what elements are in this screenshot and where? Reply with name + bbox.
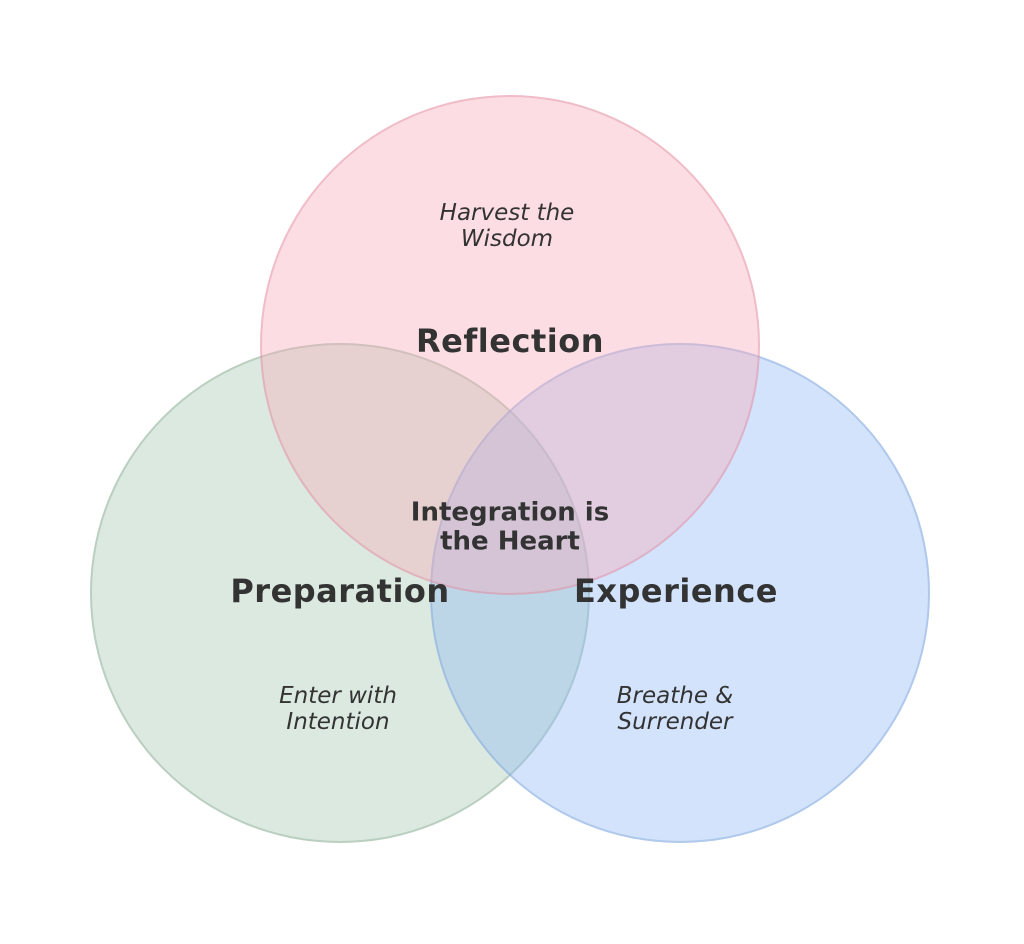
center-label: Integration is the Heart [410, 497, 610, 556]
circle-label-reflection: Reflection [416, 322, 604, 360]
subtitle-experience: Breathe & Surrender [616, 682, 734, 735]
subtitle-reflection: Harvest the Wisdom [439, 199, 575, 252]
circle-label-experience: Experience [573, 572, 779, 610]
subtitle-preparation: Enter with Intention [279, 682, 397, 735]
circle-label-preparation: Preparation [230, 572, 450, 610]
circle-reflection [260, 95, 760, 595]
